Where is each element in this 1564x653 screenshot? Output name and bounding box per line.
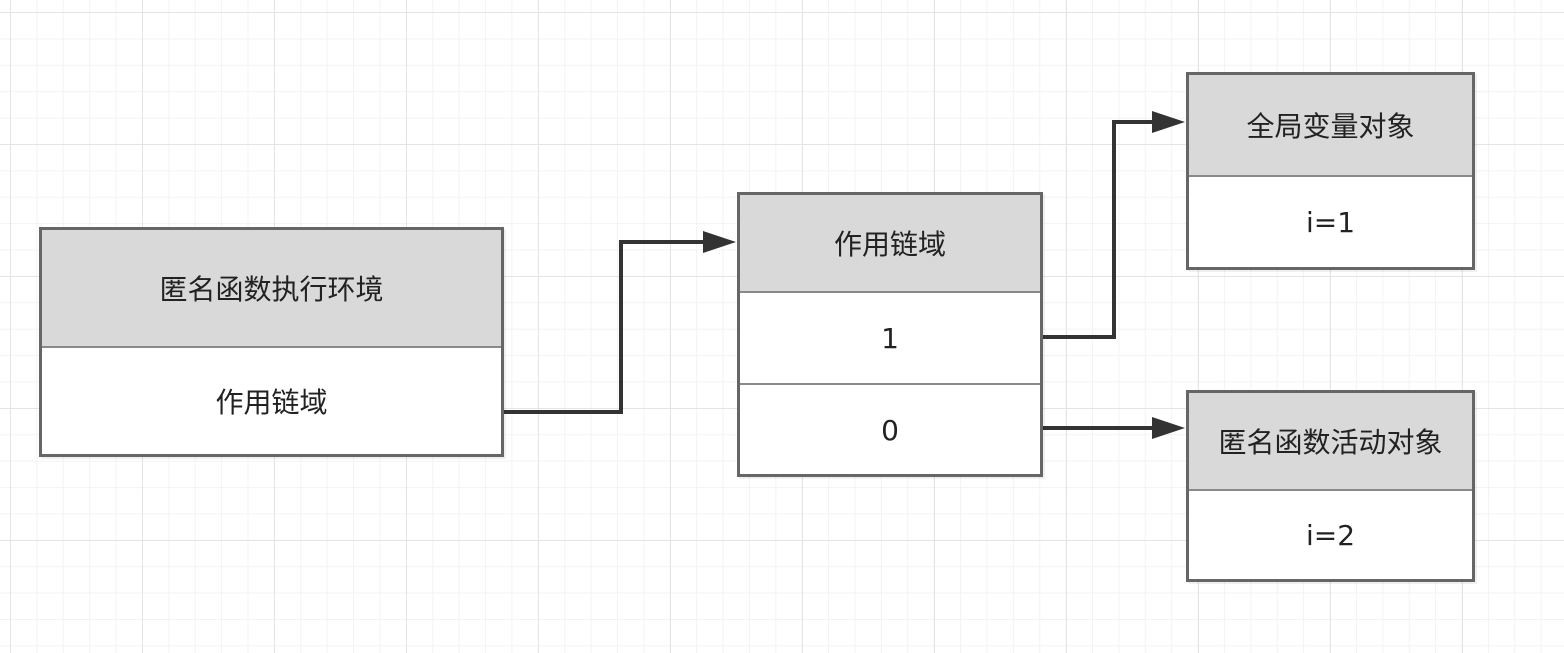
global-object-node[interactable]: 全局变量对象 i=1 <box>1186 72 1475 270</box>
arrowhead-chain-to-activation <box>1152 417 1185 439</box>
scope-chain-node[interactable]: 作用链域 1 0 <box>737 192 1043 477</box>
arrowhead-chain-to-global <box>1152 111 1185 133</box>
activation-object-row-value: i=2 <box>1189 489 1472 579</box>
global-object-row-value: i=1 <box>1189 175 1472 267</box>
scope-chain-row-1: 1 <box>740 291 1040 383</box>
scope-chain-node-title: 作用链域 <box>740 195 1040 291</box>
connector-chain-to-global <box>1043 120 1154 339</box>
scope-chain-row-0: 0 <box>740 383 1040 475</box>
connector-env-to-chain <box>504 240 705 414</box>
activation-object-node-title: 匿名函数活动对象 <box>1189 393 1472 489</box>
activation-object-node[interactable]: 匿名函数活动对象 i=2 <box>1186 390 1475 582</box>
env-node[interactable]: 匿名函数执行环境 作用链域 <box>39 227 504 457</box>
arrowhead-env-to-chain <box>703 231 736 253</box>
env-node-row-scope-chain: 作用链域 <box>42 346 501 454</box>
global-object-node-title: 全局变量对象 <box>1189 75 1472 175</box>
env-node-title: 匿名函数执行环境 <box>42 230 501 346</box>
